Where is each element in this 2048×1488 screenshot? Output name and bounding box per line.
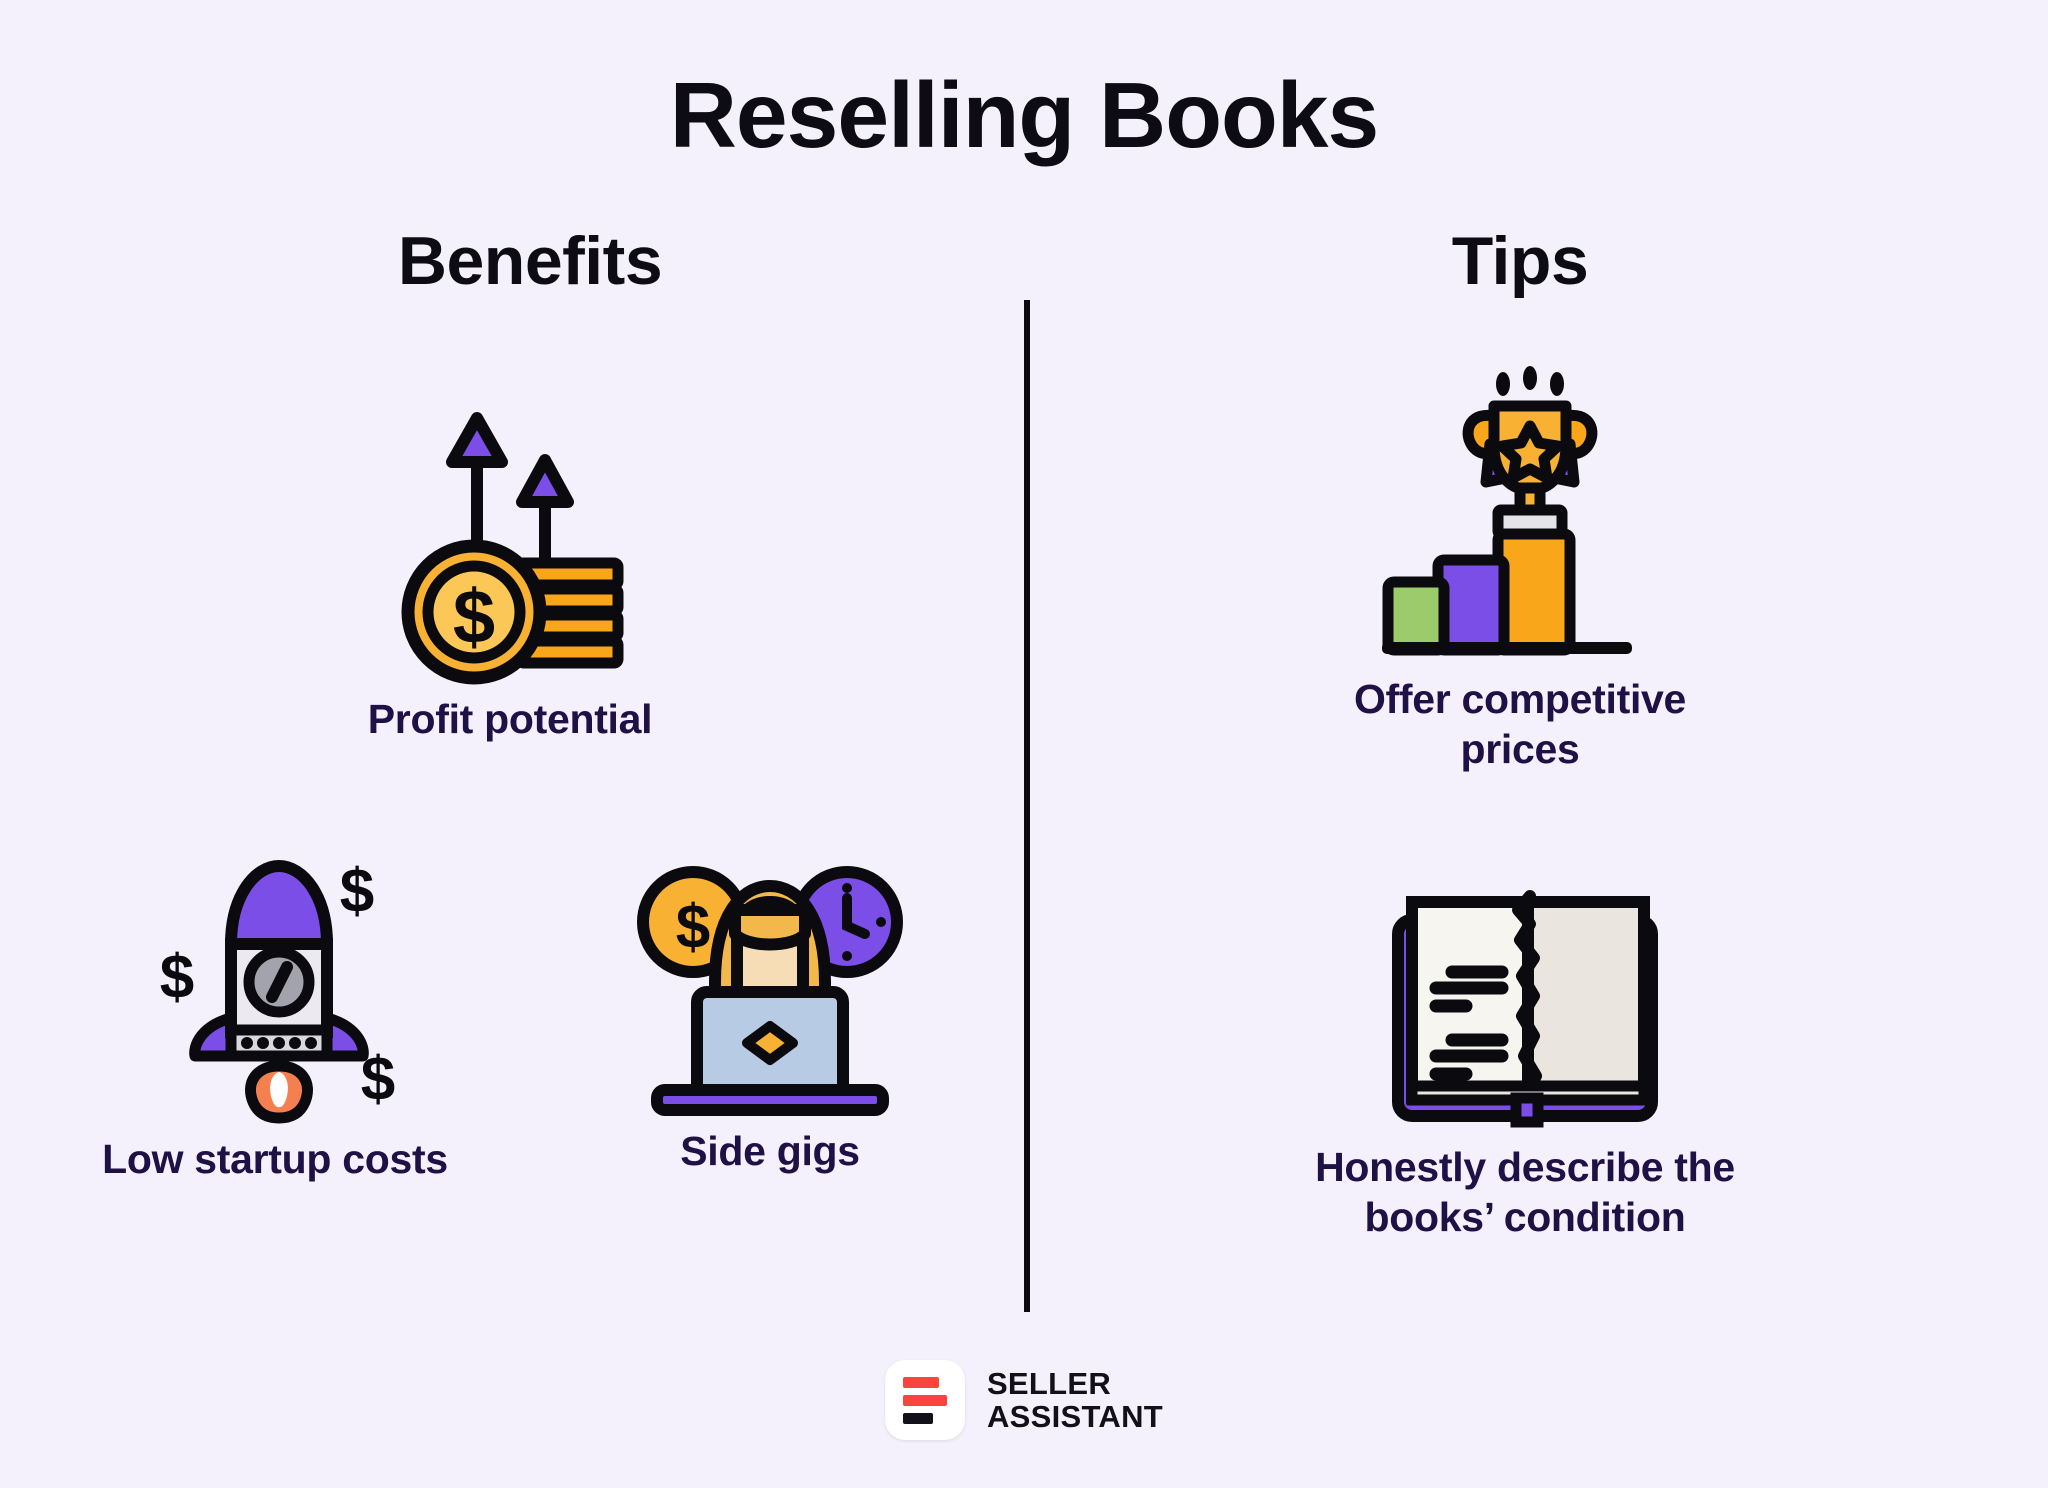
svg-text:$: $ bbox=[160, 943, 194, 1012]
tip-label-line-2: books’ condition bbox=[1364, 1194, 1686, 1241]
seller-assistant-logo-mark bbox=[884, 1360, 965, 1440]
benefit-label: Low startup costs bbox=[102, 1136, 448, 1182]
column-divider bbox=[1024, 300, 1030, 1312]
logo-wordmark: SELLER ASSISTANT bbox=[986, 1365, 1164, 1434]
svg-text:$: $ bbox=[453, 575, 495, 660]
open-book-torn-page-icon bbox=[1230, 880, 1820, 1128]
tip-card-honestly-describe-condition: Honestly describe the books’ condition bbox=[1230, 880, 1820, 1242]
svg-text:$: $ bbox=[340, 857, 374, 926]
page-title: Reselling Books bbox=[669, 63, 1380, 167]
benefit-card-profit-potential: $ Profit potential bbox=[300, 400, 720, 744]
tip-label-line-1: Offer competitive bbox=[1353, 676, 1687, 722]
logo-wordmark-line-1: SELLER bbox=[986, 1365, 1112, 1401]
logo-wordmark-line-2: ASSISTANT bbox=[986, 1399, 1164, 1434]
tip-label-line-1: Honestly describe the bbox=[1315, 1144, 1735, 1190]
person-at-laptop-icon: $ bbox=[600, 850, 940, 1116]
trophy-on-bar-chart-icon bbox=[1290, 366, 1750, 660]
tip-label-line-2: prices bbox=[1460, 726, 1580, 773]
tip-card-offer-competitive-prices: Offer competitive prices bbox=[1290, 366, 1750, 774]
column-heading-benefits: Benefits bbox=[397, 223, 663, 299]
column-heading-tips: Tips bbox=[1451, 223, 1589, 299]
benefit-label: Profit potential bbox=[367, 696, 653, 742]
benefit-label: Side gigs bbox=[680, 1128, 860, 1174]
svg-text:$: $ bbox=[676, 893, 710, 962]
logo-bar-1 bbox=[902, 1376, 939, 1388]
benefit-card-low-startup-costs: $ $ $ bbox=[40, 850, 510, 1184]
benefit-card-side-gigs: $ Side gigs bbox=[600, 850, 940, 1176]
logo-bar-2 bbox=[902, 1394, 947, 1406]
tip-label: Honestly describe the books’ condition bbox=[1230, 1142, 1820, 1242]
coins-with-up-arrows-icon: $ bbox=[300, 400, 720, 685]
logo-bar-3 bbox=[902, 1412, 933, 1424]
footer-logo: SELLER ASSISTANT bbox=[0, 1360, 2048, 1440]
rocket-with-dollar-signs-icon: $ $ $ bbox=[40, 850, 510, 1124]
tip-label: Offer competitive prices bbox=[1290, 674, 1750, 774]
